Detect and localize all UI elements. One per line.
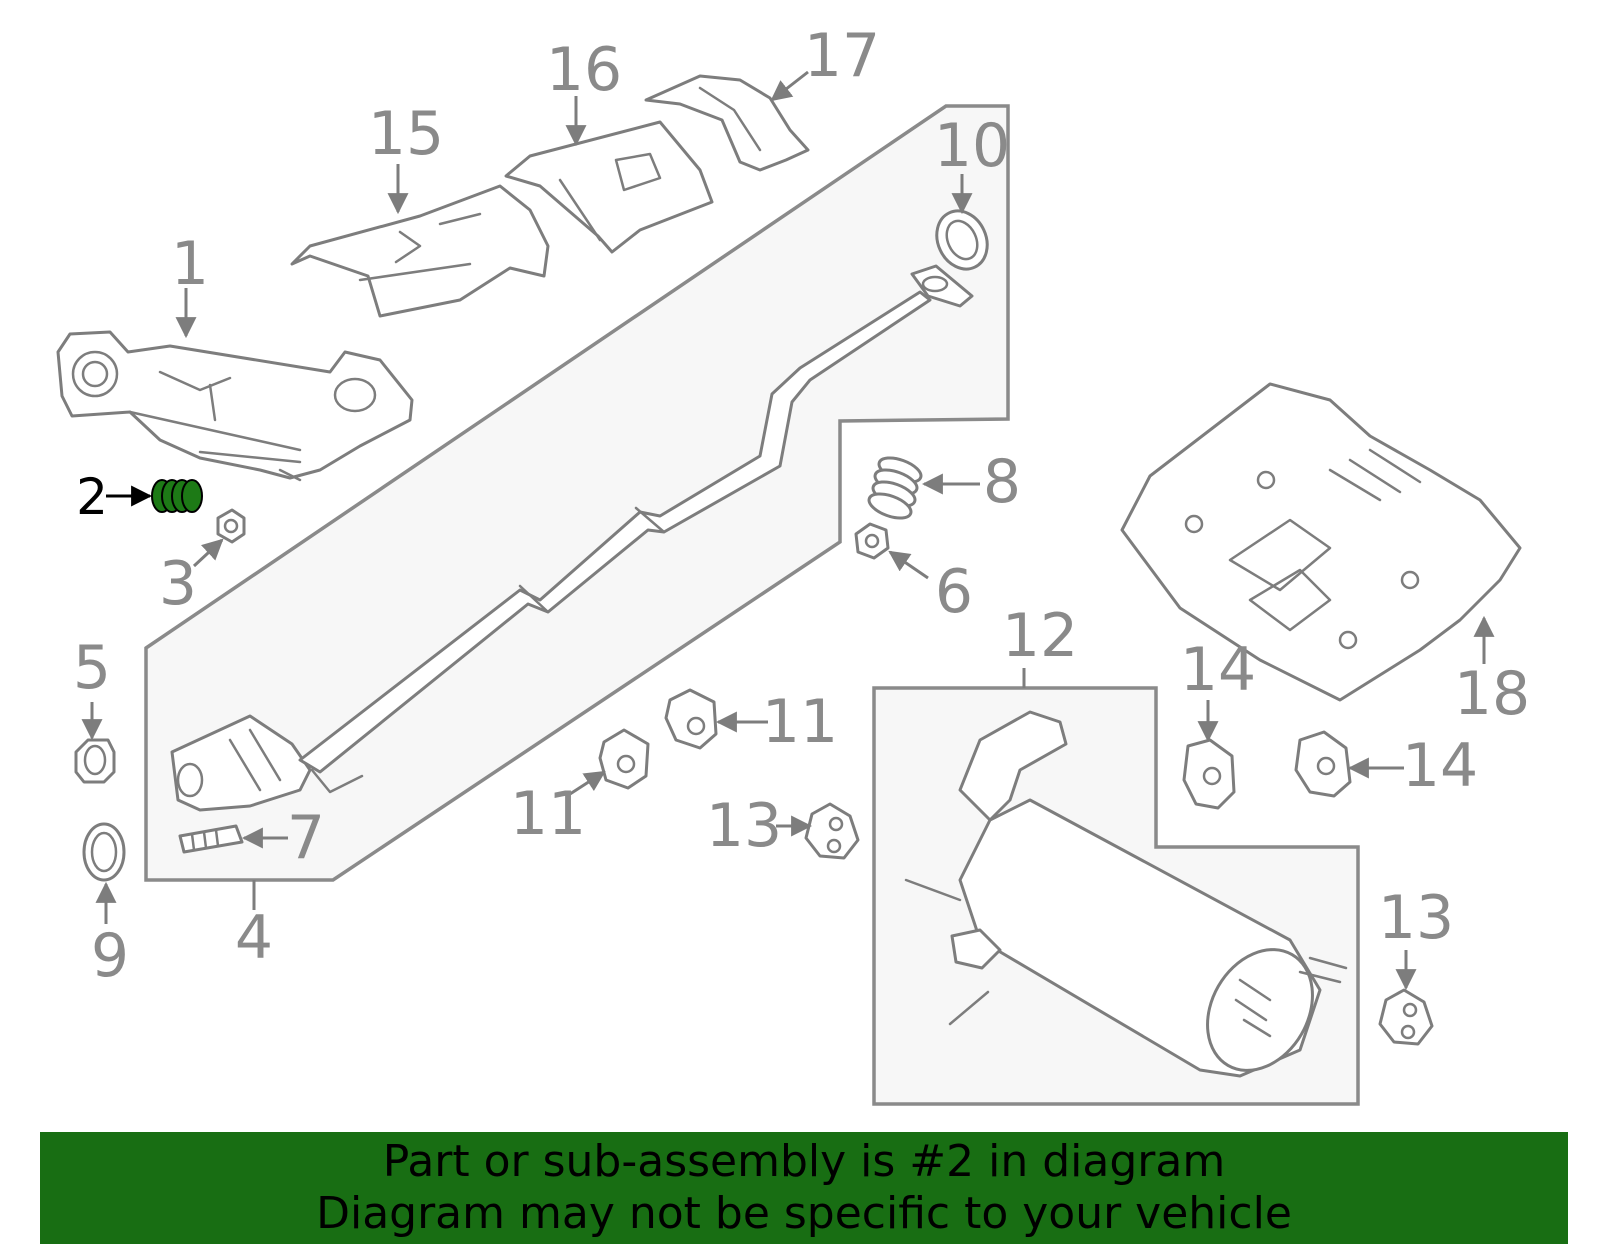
hanger-part-14b[interactable]	[1294, 730, 1352, 798]
hanger-part-13a[interactable]	[804, 802, 860, 860]
assembly-box-4	[144, 104, 1010, 882]
front-exhaust-pipe-part[interactable]	[170, 264, 974, 812]
callout-11a: 11	[762, 687, 838, 757]
hanger-part-14a[interactable]	[1182, 738, 1236, 810]
banner-line-2: Diagram may not be specific to your vehi…	[316, 1188, 1292, 1239]
leader-11b	[569, 770, 606, 796]
leader-3	[192, 538, 224, 568]
heat-shield-part-18[interactable]	[1120, 382, 1522, 702]
callout-4: 4	[235, 903, 273, 973]
callout-9: 9	[91, 921, 129, 991]
callout-13a: 13	[706, 791, 782, 861]
hanger-part-11a[interactable]	[664, 688, 718, 750]
nut-part-5[interactable]	[74, 738, 116, 784]
hanger-part-13b[interactable]	[1378, 988, 1434, 1046]
callout-13b: 13	[1378, 883, 1454, 953]
callout-6: 6	[935, 557, 973, 627]
callout-14a: 14	[1180, 635, 1256, 705]
callout-1: 1	[171, 229, 209, 299]
callout-3: 3	[159, 549, 197, 619]
callout-7: 7	[287, 803, 325, 873]
catalytic-converter-part[interactable]	[56, 330, 414, 482]
callout-16: 16	[546, 35, 622, 105]
nut-part-6[interactable]	[854, 522, 890, 560]
callout-10: 10	[934, 111, 1010, 181]
heat-shield-part-16[interactable]	[504, 120, 714, 254]
leader-17	[770, 70, 809, 102]
callout-11b: 11	[510, 779, 586, 849]
callout-5: 5	[73, 633, 111, 703]
muffler-part[interactable]	[904, 710, 1348, 1089]
callout-15: 15	[368, 99, 444, 169]
callout-12: 12	[1002, 601, 1078, 671]
heat-shield-part-15[interactable]	[290, 184, 550, 318]
nut-part-3[interactable]	[216, 508, 246, 544]
banner-line-1: Part or sub-assembly is #2 in diagram	[382, 1136, 1226, 1187]
heat-shield-part-17[interactable]	[644, 74, 810, 172]
callout-14b: 14	[1402, 731, 1478, 801]
gasket-ring-part-9[interactable]	[82, 822, 126, 882]
callout-2-highlighted: 2	[76, 468, 108, 526]
info-banner: Part or sub-assembly is #2 in diagram Di…	[40, 1132, 1568, 1244]
spring-part-8[interactable]	[866, 453, 924, 523]
hanger-part-11b[interactable]	[598, 728, 650, 790]
gasket-part-highlighted[interactable]	[151, 479, 203, 513]
callout-8: 8	[983, 447, 1021, 517]
leader-6	[888, 550, 929, 580]
callout-17: 17	[804, 21, 880, 91]
gasket-part-10[interactable]	[928, 203, 997, 278]
callout-18: 18	[1454, 659, 1530, 729]
